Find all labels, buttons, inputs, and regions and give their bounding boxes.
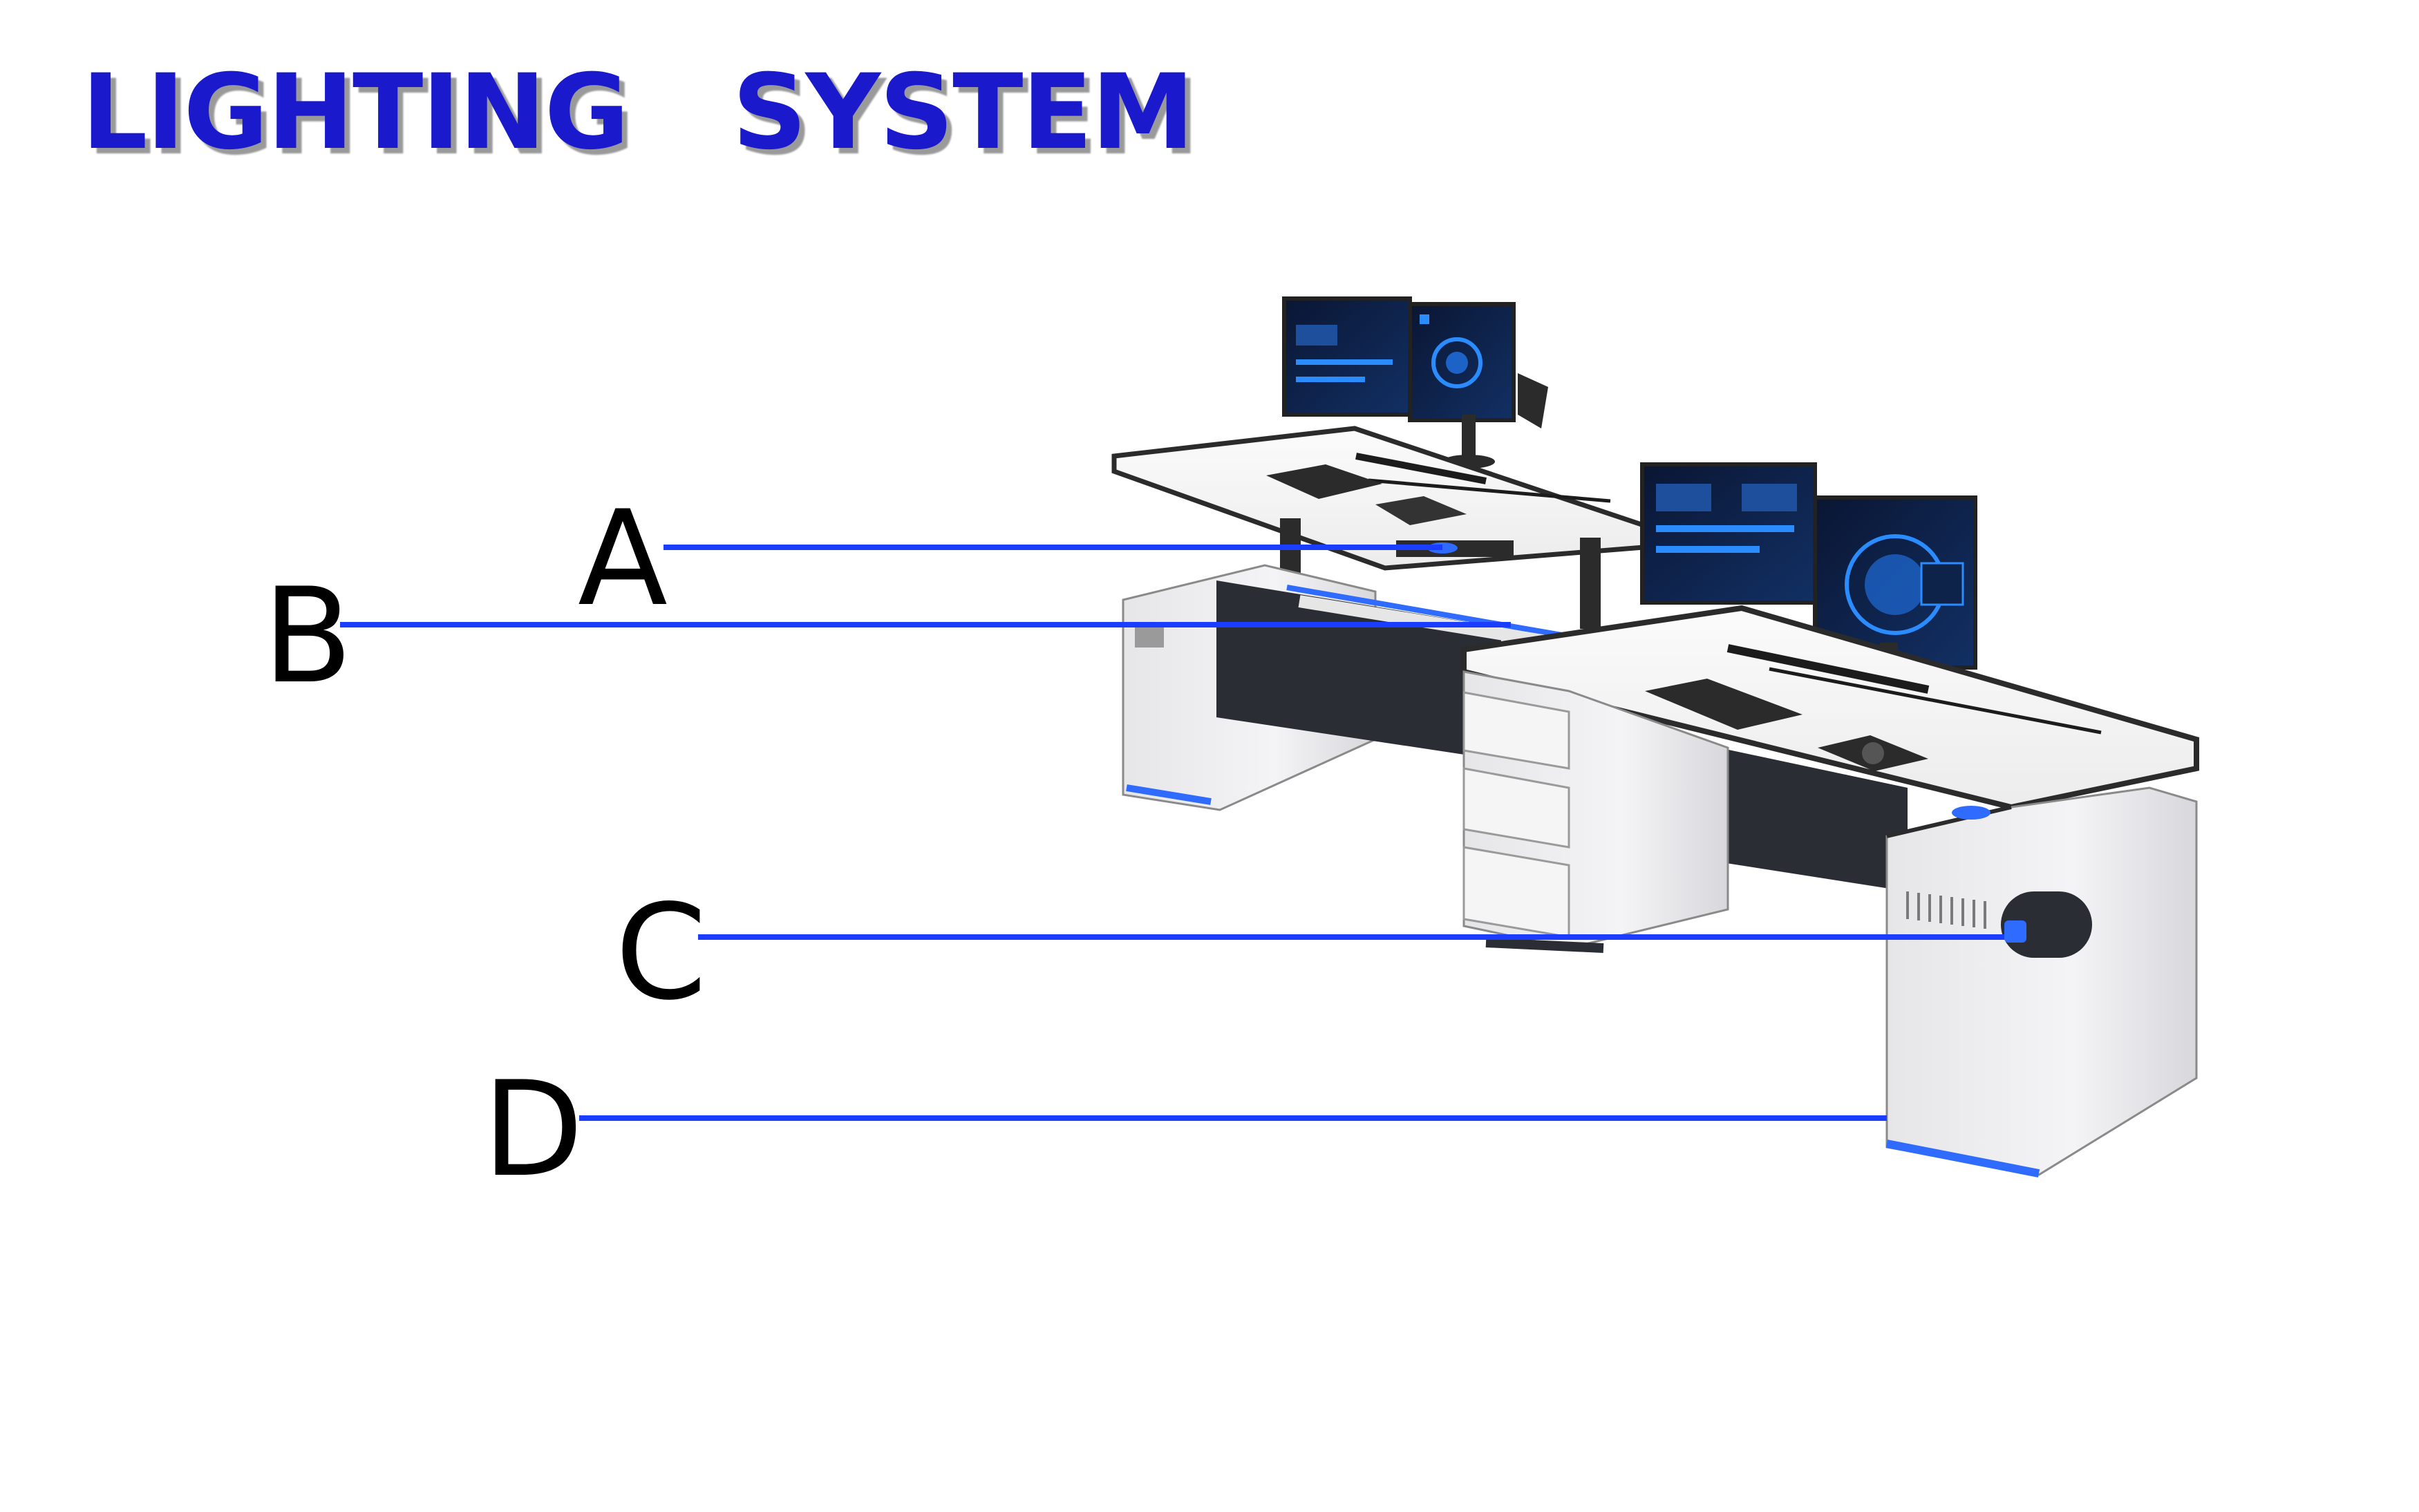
- callout-d-label: D: [482, 1053, 584, 1206]
- callout-a-label: A: [578, 482, 668, 635]
- light-c-logo: [2004, 920, 2026, 943]
- back-monitor-pair: [1282, 296, 1548, 469]
- front-desk: [1461, 462, 2199, 1178]
- diagram-title: LIGHTING SYSTEM: [82, 53, 1194, 173]
- callout-c-label: C: [615, 876, 707, 1029]
- callout-b-label: B: [263, 560, 353, 712]
- leader-lines: [340, 545, 2004, 1121]
- light-d-strip: [1885, 1140, 2040, 1178]
